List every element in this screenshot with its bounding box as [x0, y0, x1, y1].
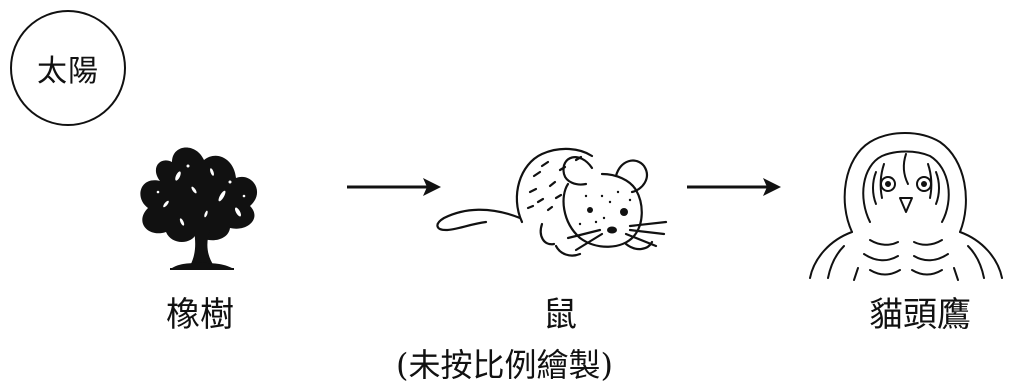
mouse-label: 鼠: [543, 295, 577, 335]
sun-node: 太陽: [10, 10, 126, 126]
mouse-icon: [436, 147, 668, 257]
arrow-oak-to-mouse: [347, 178, 441, 196]
arrow-mouse-to-owl: [687, 178, 781, 196]
owl-icon: [809, 132, 1003, 281]
oak-tree-icon: [140, 147, 258, 270]
oak-tree-label: 橡樹: [166, 295, 234, 335]
sun-label: 太陽: [37, 54, 99, 89]
owl-label: 貓頭鷹: [869, 295, 971, 335]
scale-note: (未按比例繪製): [396, 346, 613, 384]
